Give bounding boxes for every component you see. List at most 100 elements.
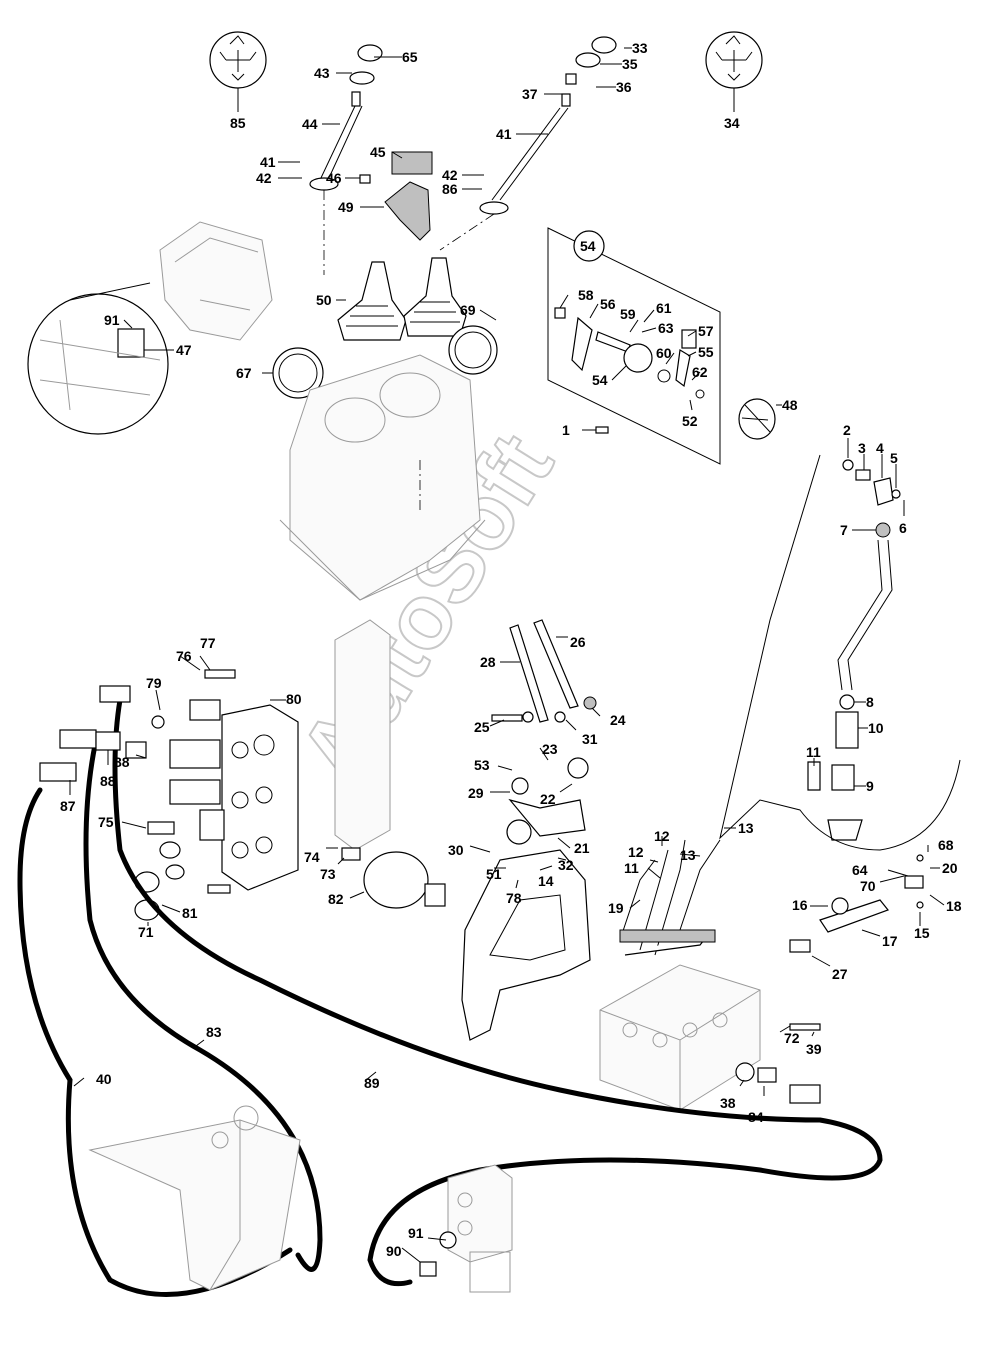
callout-label: 23 [542,741,558,757]
callout-label: 68 [938,837,954,853]
callout-label: 71 [138,924,154,940]
callout-label: 35 [622,56,638,72]
callout-label: 18 [946,898,962,914]
control-pattern-decal-right [705,31,763,89]
control-pattern-decal-left [209,31,267,89]
callout-label: 12 [628,844,644,860]
cab-outline [159,221,273,341]
callout-label: 4 [876,440,884,456]
callout-label: 59 [620,306,636,322]
callout-label: 91 [104,312,120,328]
callout-label: 72 [784,1030,800,1046]
callout-label: 88 [114,754,130,770]
callout-label: 40 [96,1071,112,1087]
callout-label: 52 [682,413,698,429]
callout-label: 58 [578,287,594,303]
callout-label: 27 [832,966,848,982]
linkage-arms [491,619,597,723]
callout-label: 74 [304,849,320,865]
joystick-lever-right [439,36,617,251]
callout-label: 2 [843,422,851,438]
callout-label: 83 [206,1024,222,1040]
callout-label: 67 [236,365,252,381]
callout-label: 16 [792,897,808,913]
lever-bracket-parts [359,151,433,241]
callout-label: 28 [480,654,496,670]
detail-magnifier [27,282,169,435]
pressure-valve [419,1164,513,1293]
callout-label: 26 [570,634,586,650]
callout-label: 33 [632,40,648,56]
fittings-38-39 [735,1023,821,1104]
callout-label: 55 [698,344,714,360]
callout-label: 64 [852,862,868,878]
callout-label: 78 [506,890,522,906]
callout-label: 41 [496,126,512,142]
manifold-block [159,699,299,891]
callout-label: 15 [914,925,930,941]
callout-label: 85 [230,115,246,131]
lever-boot-left [337,261,407,341]
callout-label: 89 [364,1075,380,1091]
callout-label: 3 [858,440,866,456]
callout-label: 22 [540,791,556,807]
callout-label: 29 [468,785,484,801]
callout-label: 30 [448,842,464,858]
mounting-plate [461,757,591,1041]
callout-label: 39 [806,1041,822,1057]
callout-label: 63 [658,320,674,336]
callout-label: 79 [146,675,162,691]
callout-label: 20 [942,860,958,876]
callout-label: 48 [782,397,798,413]
callout-label: 17 [882,933,898,949]
callout-label: 84 [748,1109,764,1125]
callout-label: 75 [98,814,114,830]
lever-boot-right [403,257,467,337]
plugs-and-seals [134,669,236,921]
callout-label: 49 [338,199,354,215]
callout-label: 41 [260,154,276,170]
hydraulic-tank [88,1105,301,1291]
callout-label: 42 [442,167,458,183]
callout-label: 57 [698,323,714,339]
callout-label: 12 [654,828,670,844]
callout-label: 54 [592,372,608,388]
callout-label: 21 [574,840,590,856]
callout-label: 76 [176,648,192,664]
callout-label: 56 [600,296,616,312]
callout-label: 46 [326,170,342,186]
callout-label: 11 [806,744,821,760]
callout-label: 65 [402,49,418,65]
callout-label: 86 [442,181,458,197]
linkage-rod-assembly [807,459,901,841]
callout-label: 60 [656,345,672,361]
hose-fittings [39,685,147,782]
callout-label: 14 [538,873,554,889]
callout-labels: 65 43 44 41 42 45 46 49 33 35 36 37 41 4… [60,40,962,1263]
callout-label: 73 [320,866,336,882]
callout-label: 82 [328,891,344,907]
callout-label: 47 [176,342,192,358]
callout-label: 11 [624,860,639,876]
callout-label: 53 [474,757,490,773]
callout-label: 90 [386,1243,402,1259]
callout-label: 13 [680,847,696,863]
callout-label: 32 [558,857,574,873]
callout-label: 61 [656,300,672,316]
callout-label: 44 [302,116,318,132]
callout-label: 43 [314,65,330,81]
hose-84 [83,742,323,1272]
callout-label: 24 [610,712,626,728]
callout-label: 50 [316,292,332,308]
console-housing [279,354,486,601]
callout-label: 62 [692,364,708,380]
detail-callout-curve [719,454,961,851]
pilot-hose-set [619,839,721,956]
hose-83 [17,787,293,1297]
manifold-bracket [334,619,391,851]
control-valve-block [599,964,761,1111]
callout-label: 81 [182,905,198,921]
callout-label: 34 [724,115,740,131]
detail-box-47 [547,227,776,465]
